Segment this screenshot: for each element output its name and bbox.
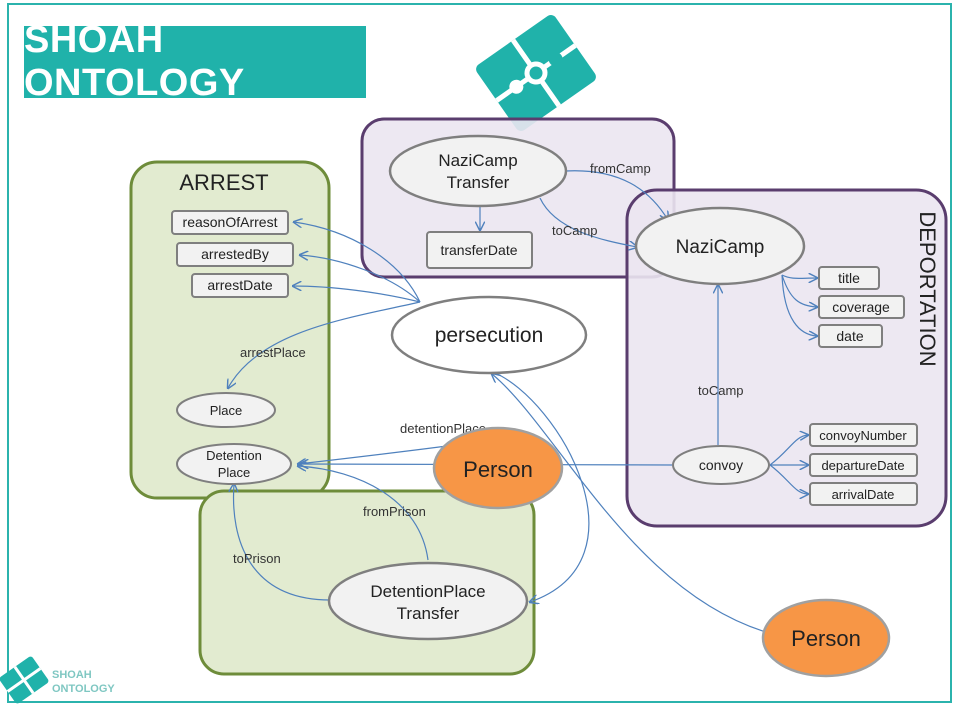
convoy-node: convoy xyxy=(672,445,770,485)
persecution-node: persecution xyxy=(390,295,588,375)
svg-text:Person: Person xyxy=(791,626,861,651)
detention-place-transfer-node: DetentionPlace Transfer xyxy=(327,561,529,641)
svg-text:Transfer: Transfer xyxy=(397,604,460,623)
edge-arrest-place xyxy=(228,301,421,388)
svg-text:convoy: convoy xyxy=(699,457,743,473)
nazicamp-transfer-node: NaziCamp Transfer xyxy=(388,134,568,208)
edge-to-camp-top xyxy=(539,197,637,247)
svg-text:departureDate: departureDate xyxy=(821,458,904,473)
edge-label-to-camp-top: toCamp xyxy=(552,223,598,238)
edge-label-detention-place: detentionPlace xyxy=(400,421,486,436)
nazicamp-node: NaziCamp xyxy=(634,206,806,286)
edge-reason-of-arrest xyxy=(294,222,421,303)
person-center-node: Person xyxy=(432,426,564,510)
svg-text:arrivalDate: arrivalDate xyxy=(832,487,895,502)
arrest-group-label: ARREST xyxy=(179,170,268,195)
transfer-date-node: transferDate xyxy=(426,231,533,269)
footer-puzzle-icon xyxy=(0,656,49,704)
coverage-node: coverage xyxy=(818,295,905,319)
page-frame xyxy=(7,3,952,703)
svg-text:reasonOfArrest: reasonOfArrest xyxy=(183,214,278,230)
edge-nazicamp-title xyxy=(781,275,817,278)
convoy-number-node: convoyNumber xyxy=(809,423,918,447)
title-node: title xyxy=(818,266,880,290)
footer-logo-line1: SHOAH xyxy=(52,669,92,681)
svg-text:Place: Place xyxy=(210,403,243,418)
edge-from-prison xyxy=(298,466,429,561)
edge-from-camp xyxy=(564,170,668,220)
place-node: Place xyxy=(176,392,276,428)
svg-text:date: date xyxy=(836,328,863,344)
page-title: SHOAH ONTOLOGY xyxy=(24,19,366,104)
deportation-group-label: DEPORTATION xyxy=(915,211,940,366)
svg-text:Place: Place xyxy=(218,465,251,480)
edge-to-prison xyxy=(234,484,331,601)
edge-detention-transfer xyxy=(492,371,590,602)
svg-text:NaziCamp: NaziCamp xyxy=(676,237,765,258)
footer-logo-line2: ONTOLOGY xyxy=(52,683,115,695)
arrival-date-node: arrivalDate xyxy=(809,482,918,506)
person-bottom-node: Person xyxy=(761,598,891,678)
edge-label-from-camp: fromCamp xyxy=(590,161,651,176)
edge-nazicamp-date xyxy=(781,274,817,336)
arrested-by-node: arrestedBy xyxy=(176,242,294,267)
edge-person-persecution xyxy=(492,374,791,639)
edge-label-to-prison: toPrison xyxy=(233,551,281,566)
svg-text:DetentionPlace: DetentionPlace xyxy=(370,582,485,601)
reason-of-arrest-node: reasonOfArrest xyxy=(171,210,289,235)
edge-arrest-date xyxy=(293,286,421,303)
edge-nazicamp-coverage xyxy=(781,274,817,307)
departure-date-node: departureDate xyxy=(809,453,918,477)
svg-text:title: title xyxy=(838,270,860,286)
svg-text:persecution: persecution xyxy=(435,324,544,347)
detention-place-node: Detention Place xyxy=(176,443,292,485)
edge-convoy-number xyxy=(769,435,808,466)
puzzle-icon xyxy=(476,15,596,131)
edge-label-arrest-place: arrestPlace xyxy=(240,345,306,360)
svg-text:coverage: coverage xyxy=(832,299,890,315)
svg-text:Person: Person xyxy=(463,457,533,482)
svg-text:Transfer: Transfer xyxy=(447,173,510,192)
svg-text:arrestDate: arrestDate xyxy=(207,277,273,293)
svg-text:transferDate: transferDate xyxy=(440,242,517,258)
edge-label-from-prison: fromPrison xyxy=(363,504,426,519)
edge-arrested-by xyxy=(300,255,421,303)
svg-text:Detention: Detention xyxy=(206,448,262,463)
date-node: date xyxy=(818,324,883,348)
arrest-date-node: arrestDate xyxy=(191,273,289,298)
svg-text:arrestedBy: arrestedBy xyxy=(201,246,269,262)
edge-arrival-date xyxy=(769,464,808,494)
footer-logo: SHOAH ONTOLOGY xyxy=(52,668,115,696)
svg-text:convoyNumber: convoyNumber xyxy=(819,428,907,443)
edge-label-to-camp-mid: toCamp xyxy=(698,383,744,398)
svg-text:NaziCamp: NaziCamp xyxy=(438,151,517,170)
